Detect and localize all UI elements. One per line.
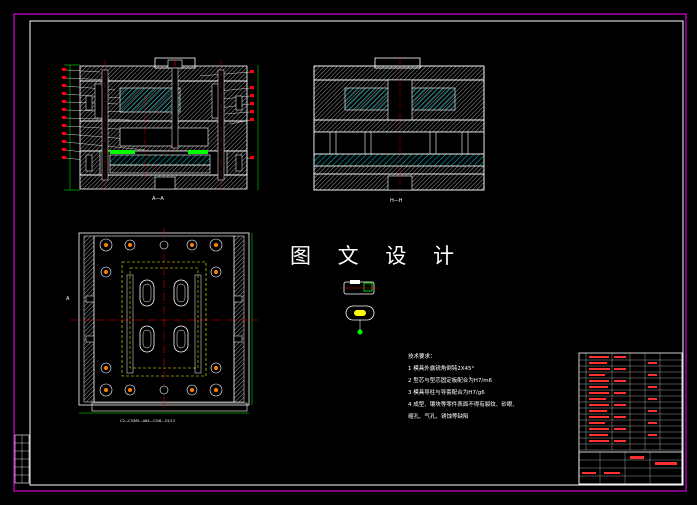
watermark-text: 图 文 设 计 — [290, 244, 465, 268]
tech-requirement-item: 缩孔、气孔、锈蚀等缺陷 — [408, 414, 469, 420]
tech-requirements-heading: 技术要求： — [408, 354, 436, 360]
sheet-border-inner — [29, 20, 684, 486]
side-revision-table — [14, 434, 30, 484]
section-label-a: A—A — [152, 196, 164, 202]
tech-requirement-item: 1 模具外露锐角倒钝2X45° — [408, 366, 475, 372]
part-detail-view[interactable] — [341, 280, 378, 335]
cut-marker-a: A — [66, 296, 70, 302]
section-view-a[interactable] — [62, 57, 259, 192]
section-view-b[interactable] — [313, 57, 485, 194]
tech-requirement-item: 4 成型、镶块等零件表面不得有裂纹、砂眼、 — [408, 402, 518, 408]
plan-caption: C2—C5/M5—A84—C5/6—C5/13 — [120, 419, 175, 423]
tech-requirement-item: 2 型芯与型芯固定板配合为H7/m6 — [408, 378, 493, 384]
parts-list-table[interactable] — [578, 352, 683, 485]
tech-requirements: 技术要求： 1 模具外露锐角倒钝2X45° 2 型芯与型芯固定板配合为H7/m6… — [408, 351, 518, 423]
tech-requirement-item: 3 模具导柱与导套配合为H7/g6 — [408, 390, 485, 396]
sheet-border-outer — [13, 13, 687, 492]
plan-view[interactable] — [70, 228, 258, 414]
section-label-b: H—H — [390, 198, 403, 204]
